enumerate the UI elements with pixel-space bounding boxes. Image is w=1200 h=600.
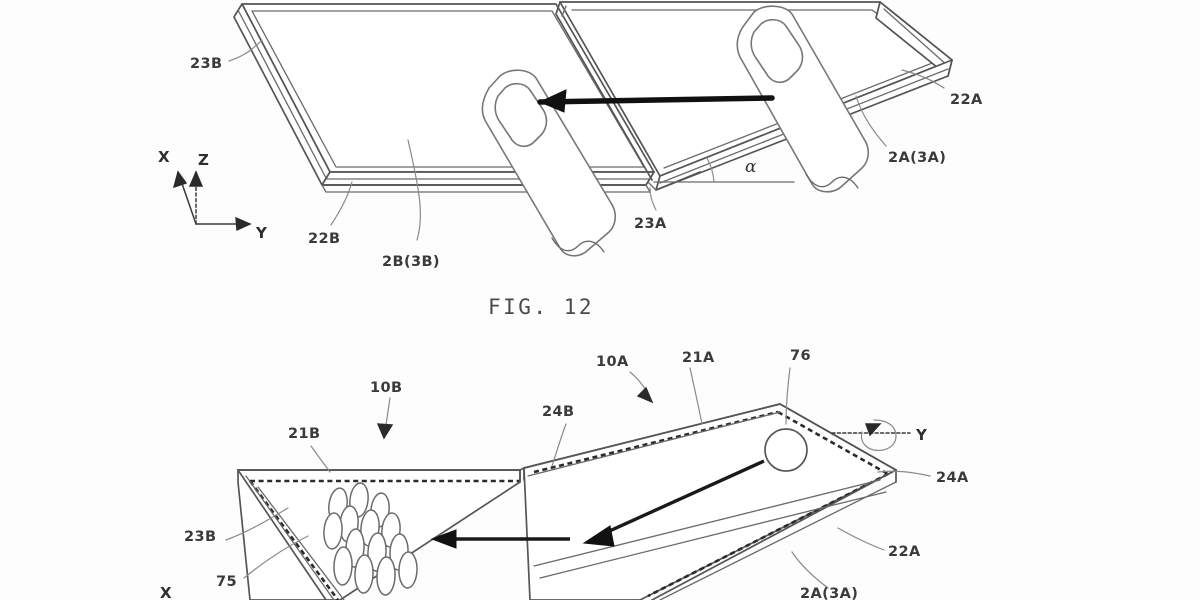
axis-indicator-fig12 [172,170,252,232]
angle-alpha-indicator [653,157,795,183]
fig13-leaders [225,367,931,589]
touch-transfer-arrow [537,89,775,113]
label-23B-fig12: 23B [190,56,222,72]
leader-arrow-10B [376,423,394,440]
liquid-crystal-molecules [323,482,418,596]
figure-12-group: α [158,1,983,270]
rotation-axis-y-label-fig13: Y [915,426,928,444]
figure-13-group: Y 10B 21B 23B 75 24B [160,348,969,600]
label-22A-fig13: 22A [888,544,921,560]
finger-left [481,69,617,257]
figure-12-caption: FIG. 12 [488,295,594,319]
label-21A-fig13: 21A [682,350,715,366]
angle-alpha-label: α [745,157,757,177]
label-75-fig13: 75 [216,574,237,590]
label-21B-fig13: 21B [288,426,320,442]
label-10A-fig13: 10A [596,354,629,370]
field-direction-arrow-panel [582,459,765,547]
element-76-circle [764,428,808,472]
axis-x-label-fig13: X [160,584,172,600]
field-direction-arrow-left [430,529,570,549]
label-23A-fig12: 23A [634,216,667,232]
leader-arrow-10A [636,386,654,404]
label-22A-fig12: 22A [950,92,983,108]
label-22B-fig12: 22B [308,231,340,247]
hinge-seam-fig13 [519,467,525,471]
label-2A3A-fig13: 2A(3A) [800,586,858,600]
axis-x-label-fig12: X [158,148,170,166]
axis-z-label-fig12: Z [198,151,209,169]
axis-y-label-fig12: Y [255,224,268,242]
label-23B-fig13: 23B [184,529,216,545]
label-2A3A-fig12: 2A(3A) [888,150,946,166]
finger-right [736,5,870,193]
label-24B-fig13: 24B [542,404,574,420]
label-24A-fig13: 24A [936,470,969,486]
label-10B-fig13: 10B [370,380,402,396]
label-2B3B-fig12: 2B(3B) [382,254,440,270]
rotation-axis-indicator-fig13 [831,419,911,451]
fig12-leaders [228,39,945,241]
label-76-fig13: 76 [790,348,811,364]
